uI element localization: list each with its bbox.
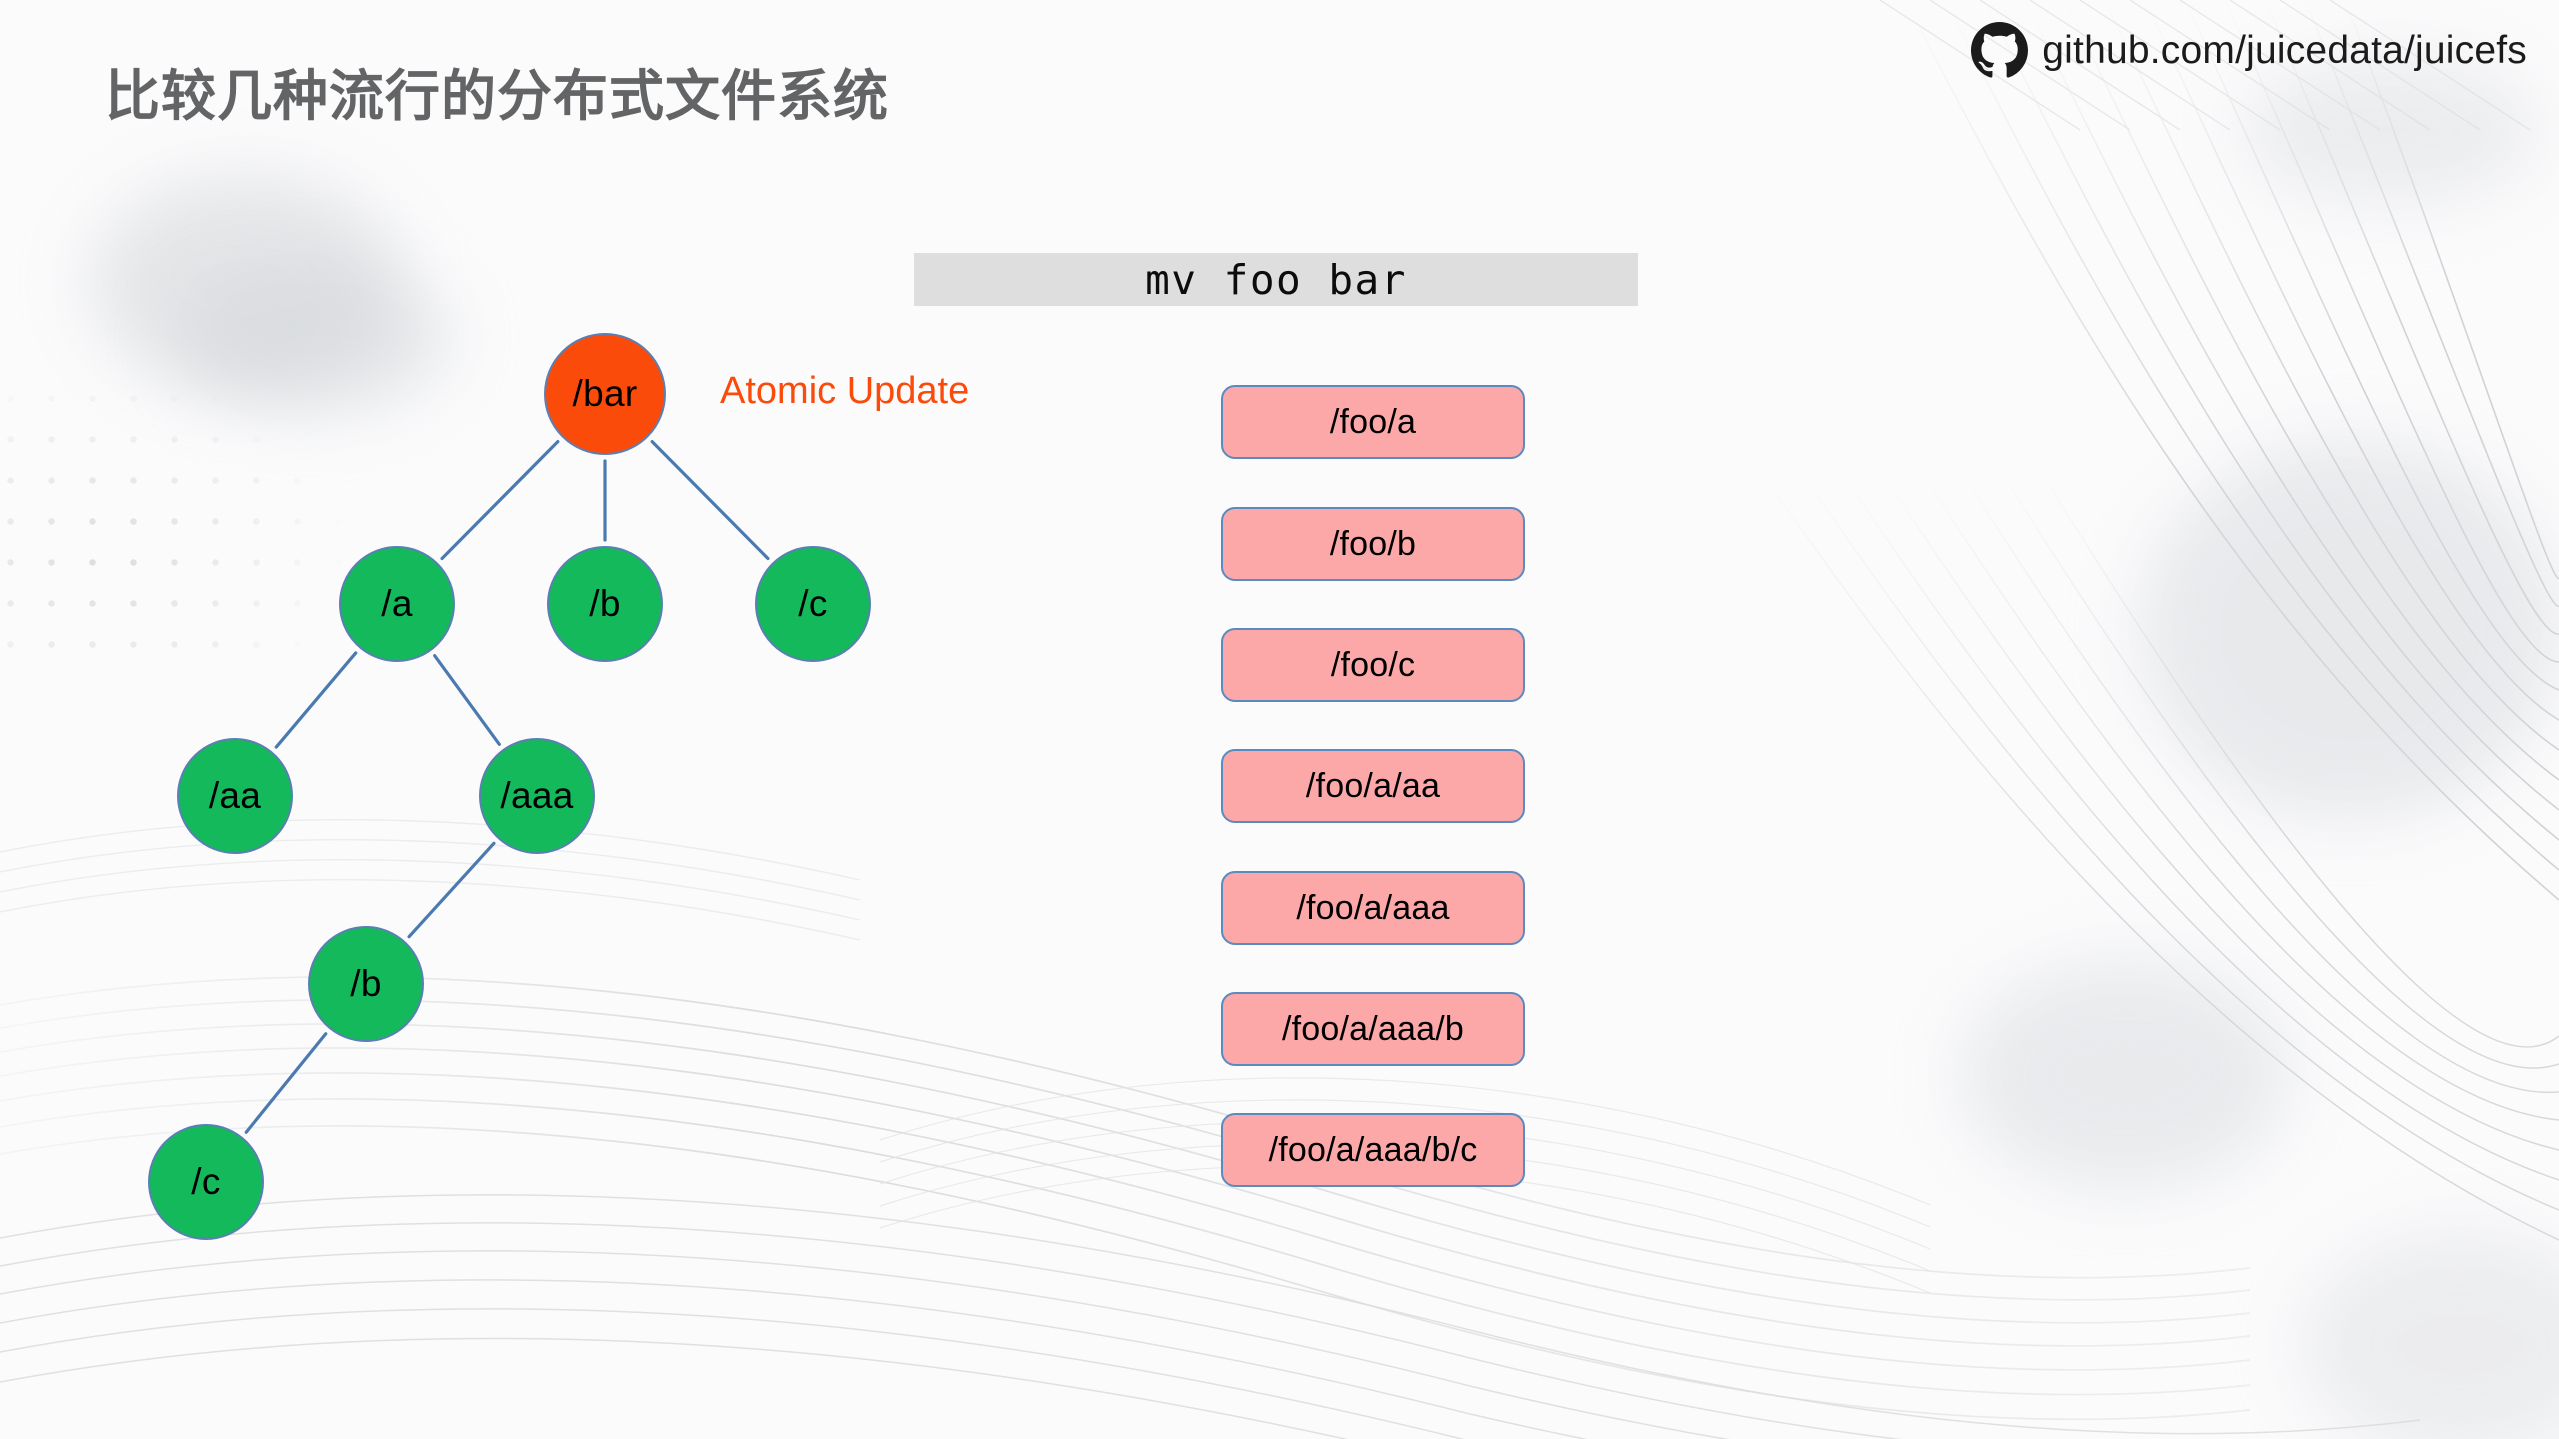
path-list-item[interactable]: /foo/a/aa bbox=[1221, 749, 1525, 823]
tree-edge-root-c1 bbox=[650, 440, 770, 561]
tree-node-label: /c bbox=[191, 1161, 221, 1202]
page-title: 比较几种流行的分布式文件系统 bbox=[105, 64, 890, 127]
tree-edge-a-aa bbox=[274, 651, 358, 749]
tree-node-label: /bar bbox=[572, 373, 638, 414]
tree-edge-a-aaa bbox=[433, 654, 501, 746]
path-list-item[interactable]: /foo/a/aaa/b bbox=[1221, 992, 1525, 1066]
tree-node-label: /b bbox=[589, 583, 621, 624]
tree-node-label: /aa bbox=[208, 775, 262, 816]
tree-node-b2[interactable]: /b bbox=[308, 926, 424, 1042]
tree-node-label: /c bbox=[798, 583, 828, 624]
tree-node-label: /b bbox=[350, 963, 382, 1004]
path-list-item[interactable]: /foo/a bbox=[1221, 385, 1525, 459]
path-list-item-label: /foo/a/aaa bbox=[1296, 888, 1450, 927]
tree-node-aa[interactable]: /aa bbox=[177, 738, 293, 854]
path-list-item-label: /foo/a/aaa/b bbox=[1282, 1009, 1464, 1048]
command-bar: mv foo bar bbox=[914, 253, 1638, 306]
github-badge[interactable]: github.com/juicedata/juicefs bbox=[1971, 22, 2527, 79]
path-list-item-label: /foo/c bbox=[1330, 645, 1416, 684]
path-list-item-label: /foo/a bbox=[1329, 402, 1417, 441]
path-list-item[interactable]: /foo/c bbox=[1221, 628, 1525, 702]
path-list-item-label: /foo/a/aaa/b/c bbox=[1268, 1130, 1478, 1169]
tree-node-aaa[interactable]: /aaa bbox=[479, 738, 595, 854]
tree-edge-aaa-b2 bbox=[407, 841, 496, 939]
github-url-label: github.com/juicedata/juicefs bbox=[2042, 28, 2527, 72]
path-list-item[interactable]: /foo/b bbox=[1221, 507, 1525, 581]
tree-edge-b2-c2 bbox=[244, 1032, 328, 1134]
tree-node-a[interactable]: /a bbox=[339, 546, 455, 662]
tree-node-label: /a bbox=[381, 583, 413, 624]
path-list-item-label: /foo/a/aa bbox=[1305, 766, 1441, 805]
path-list-item[interactable]: /foo/a/aaa bbox=[1221, 871, 1525, 945]
tree-node-root[interactable]: /bar bbox=[544, 333, 666, 455]
atomic-update-label: Atomic Update bbox=[720, 370, 970, 412]
tree-node-b1[interactable]: /b bbox=[547, 546, 663, 662]
tree-node-c2[interactable]: /c bbox=[148, 1124, 264, 1240]
tree-edge-root-a bbox=[440, 440, 560, 561]
path-list-item[interactable]: /foo/a/aaa/b/c bbox=[1221, 1113, 1525, 1187]
tree-node-label: /aaa bbox=[500, 775, 574, 816]
command-text: mv foo bar bbox=[1145, 255, 1407, 304]
path-list-item-label: /foo/b bbox=[1329, 524, 1417, 563]
github-icon bbox=[1971, 22, 2029, 78]
tree-node-c1[interactable]: /c bbox=[755, 546, 871, 662]
